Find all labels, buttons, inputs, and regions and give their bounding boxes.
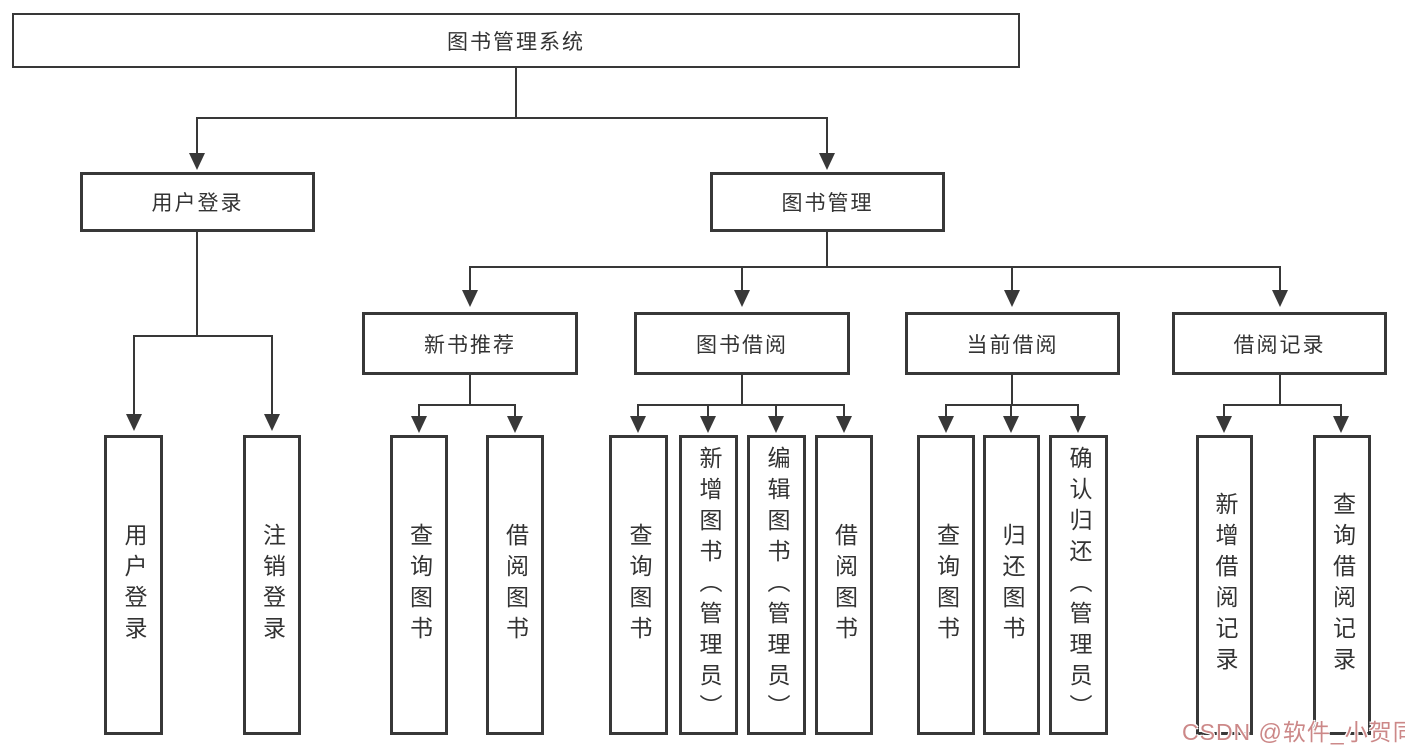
arrow-to-leaf-login-1 [126, 336, 142, 431]
connector-current-stem [1011, 375, 1013, 406]
arrow-to-leaf-recommend-1 [411, 406, 427, 433]
leaf-borrow-edit-books-admin-label: 编辑图书（管理员） [764, 445, 790, 725]
leaf-recommend-query-books: 查询图书 [390, 435, 448, 735]
leaf-current-query-books-label: 查询图书 [933, 523, 960, 647]
arrow-to-book-borrow [734, 268, 750, 307]
arrow-to-leaf-borrow-4 [836, 406, 852, 433]
leaf-current-confirm-return-admin-label: 确认归还（管理员） [1066, 445, 1092, 725]
leaf-user-login: 用户登录 [104, 435, 163, 735]
leaf-current-return-books-label: 归还图书 [999, 523, 1025, 647]
leaf-borrow-borrow-books-label: 借阅图书 [831, 523, 858, 647]
node-current-borrow-label: 当前借阅 [966, 333, 1059, 357]
arrow-to-borrow-records [1272, 268, 1288, 307]
leaf-recommend-borrow-books: 借阅图书 [486, 435, 544, 735]
node-book-management-label: 图书管理 [781, 192, 874, 215]
watermark: CSDN @软件_小贺同学 [1182, 719, 1405, 745]
arrow-to-new-book-recommend [462, 268, 478, 307]
connector-recommend-stem [469, 375, 471, 406]
arrow-to-leaf-login-2 [264, 336, 280, 431]
connector-recommend-branch [418, 404, 516, 406]
leaf-current-confirm-return-admin: 确认归还（管理员） [1049, 435, 1108, 735]
arrow-to-leaf-records-2 [1333, 406, 1349, 433]
leaf-current-return-books: 归还图书 [983, 435, 1040, 735]
leaf-borrow-query-books-label: 查询图书 [626, 523, 652, 647]
leaf-records-query-record-label: 查询借阅记录 [1329, 492, 1356, 678]
arrow-to-leaf-current-2 [1003, 406, 1019, 433]
node-current-borrow: 当前借阅 [905, 312, 1120, 375]
leaf-logout-label: 注销登录 [259, 523, 286, 647]
connector-login-stem [196, 232, 198, 337]
node-book-borrow-label: 图书借阅 [696, 333, 788, 357]
arrow-to-book-management [819, 118, 835, 170]
node-root-label: 图书管理系统 [447, 30, 585, 54]
connector-records-stem [1279, 375, 1281, 406]
arrow-to-current-borrow [1004, 268, 1020, 307]
leaf-borrow-add-books-admin-label: 新增图书（管理员） [696, 445, 722, 725]
leaf-recommend-query-books-label: 查询图书 [406, 523, 433, 647]
node-new-book-recommend-label: 新书推荐 [424, 333, 516, 357]
arrow-to-leaf-borrow-3 [768, 406, 784, 433]
arrow-to-leaf-records-1 [1216, 406, 1232, 433]
connector-management-branch [469, 266, 1281, 268]
arrow-to-leaf-current-3 [1070, 406, 1086, 433]
leaf-records-add-record-label: 新增借阅记录 [1212, 492, 1238, 678]
leaf-borrow-borrow-books: 借阅图书 [815, 435, 873, 735]
arrow-to-user-login [189, 118, 205, 170]
connector-root-stem [515, 68, 517, 118]
connector-borrow-stem [741, 375, 743, 406]
leaf-borrow-edit-books-admin: 编辑图书（管理员） [747, 435, 806, 735]
connector-management-stem [826, 232, 828, 268]
arrow-to-leaf-borrow-2 [700, 406, 716, 433]
node-user-login-label: 用户登录 [151, 192, 244, 215]
leaf-borrow-add-books-admin: 新增图书（管理员） [679, 435, 738, 735]
node-book-borrow: 图书借阅 [634, 312, 850, 375]
node-borrow-records-label: 借阅记录 [1233, 333, 1326, 357]
connector-login-branch [133, 335, 273, 337]
leaf-records-query-record: 查询借阅记录 [1313, 435, 1371, 735]
node-user-login: 用户登录 [80, 172, 315, 232]
leaf-logout: 注销登录 [243, 435, 301, 735]
connector-current-branch [945, 404, 1079, 406]
arrow-to-leaf-borrow-1 [630, 406, 646, 433]
arrow-to-leaf-current-1 [938, 406, 954, 433]
arrow-to-leaf-recommend-2 [507, 406, 523, 433]
leaf-user-login-label: 用户登录 [121, 523, 147, 647]
leaf-borrow-query-books: 查询图书 [609, 435, 668, 735]
connector-records-branch [1223, 404, 1342, 406]
leaf-recommend-borrow-books-label: 借阅图书 [502, 523, 529, 647]
leaf-current-query-books: 查询图书 [917, 435, 975, 735]
node-borrow-records: 借阅记录 [1172, 312, 1387, 375]
connector-root-branch [196, 117, 828, 119]
node-new-book-recommend: 新书推荐 [362, 312, 578, 375]
node-root: 图书管理系统 [12, 13, 1020, 68]
node-book-management: 图书管理 [710, 172, 945, 232]
connector-borrow-branch [637, 404, 845, 406]
leaf-records-add-record: 新增借阅记录 [1196, 435, 1253, 735]
